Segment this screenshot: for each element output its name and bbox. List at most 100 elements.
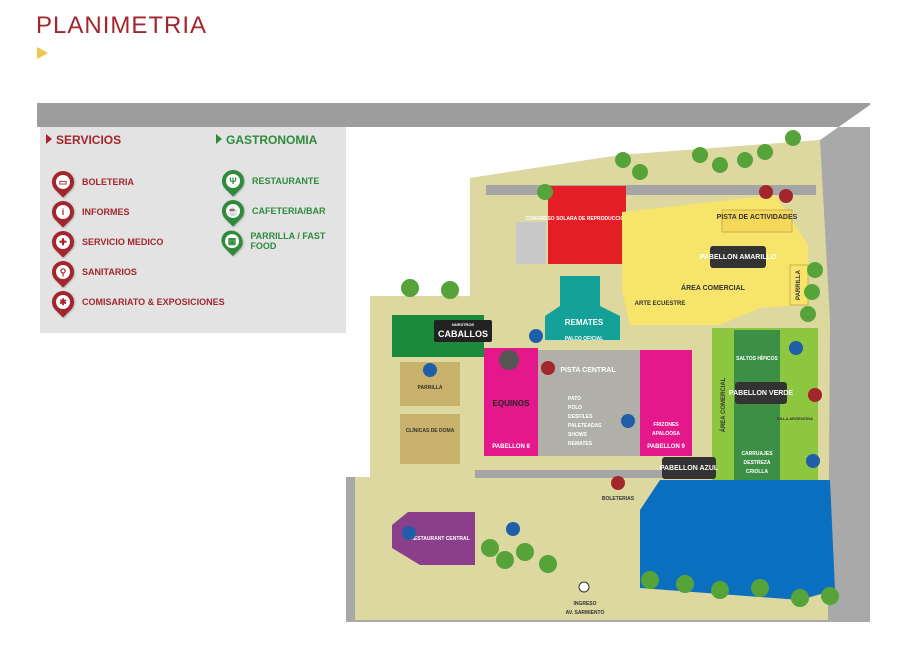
legend-item-servicio-medico: ✚SERVICIO MEDICO — [47, 226, 163, 258]
nuestros-caballos-label: CABALLOS — [438, 329, 488, 339]
frizones-label: FRIZONES — [653, 422, 679, 428]
legend-item-sanitarios: ⚲SANITARIOS — [47, 256, 137, 288]
pabellon-azul-label: PABELLON AZUL — [660, 465, 719, 472]
tree-icon — [785, 130, 801, 146]
tree-icon — [441, 281, 459, 299]
parrilla-right-label: PARRILLA — [796, 269, 802, 300]
destreza-label: DESTREZA — [744, 460, 771, 466]
clinicas-label: CLÍNICAS DE DOMA — [406, 426, 455, 434]
tree-icon — [757, 144, 773, 160]
entrance-arrow-icon[interactable] — [578, 581, 590, 593]
restaurant-label: RESTAURANT CENTRAL — [410, 536, 469, 542]
legend-item-cafeteria: ☕CAFETERIA/BAR — [217, 195, 326, 227]
pista-central-label: PISTA CENTRAL — [560, 367, 616, 374]
apaloosa-label: APALOOSA — [652, 431, 680, 437]
restaurant-central[interactable] — [392, 512, 475, 565]
legend-item-comisariato: ✱COMISARIATO & EXPOSICIONES — [47, 286, 225, 318]
legend-heading-gastronomia: GASTRONOMIA — [216, 133, 317, 147]
tree-icon — [632, 164, 648, 180]
legend-item-boleteria: ▭BOLETERIA — [47, 166, 134, 198]
tree-icon — [821, 587, 839, 605]
parrilla-left-label: PARRILLA — [418, 385, 443, 391]
criolla-label: CRIOLLA — [746, 469, 769, 475]
pabellon-verde-sign[interactable] — [735, 382, 787, 404]
pabellon-9[interactable] — [640, 350, 692, 456]
tree-icon — [539, 555, 557, 573]
pabellon-amarillo-label: PABELLON AMARILLO — [700, 254, 777, 261]
tree-icon — [711, 581, 729, 599]
pista-item-pato: PATO — [568, 396, 581, 402]
annex-building — [516, 222, 546, 264]
pista-item-polo: POLO — [568, 405, 582, 411]
tree-icon — [496, 551, 514, 569]
tree-icon — [537, 184, 553, 200]
star-badge-pin-icon[interactable] — [541, 361, 555, 375]
silla-argentina-label: SILLA ARGENTINA — [777, 416, 813, 421]
restaurant-pin-icon[interactable] — [423, 363, 437, 377]
pabellon-amarillo-sign[interactable] — [710, 246, 766, 268]
ticket-pin-icon[interactable] — [611, 476, 625, 490]
tree-icon — [676, 575, 694, 593]
cafe-pin-icon[interactable] — [621, 414, 635, 428]
path-north — [486, 185, 816, 195]
area-comercial-vertical-label: ÁREA COMERCIAL — [720, 377, 727, 432]
tree-icon — [751, 579, 769, 597]
ingreso-label: INGRESO — [573, 601, 596, 607]
pista-item-paleteadas: PALETEADAS — [568, 423, 602, 429]
tree-icon — [807, 262, 823, 278]
parrilla-right-box[interactable] — [789, 264, 809, 306]
tree-icon — [692, 147, 708, 163]
arte-ecuestre-label: ARTE ECUESTRE — [635, 301, 686, 307]
tree-icon — [641, 571, 659, 589]
pista-actividades-label: PISTA DE ACTIVIDADES — [717, 214, 798, 221]
tree-icon — [712, 157, 728, 173]
play-arrow-icon[interactable] — [37, 47, 48, 59]
pabellon-azul-area[interactable] — [640, 480, 835, 600]
pista-actividades-box[interactable] — [721, 209, 793, 233]
pabellon8-label: PABELLON 8 — [492, 444, 530, 450]
tree-icon — [791, 589, 809, 607]
pista-central[interactable] — [538, 350, 640, 456]
map-header-bar — [37, 103, 870, 127]
av-sarmiento-label: AV. SARMIENTO — [566, 610, 605, 616]
tree-icon — [737, 152, 753, 168]
pista-item-remates: REMATES — [568, 441, 593, 447]
area-comercial-label: ÁREA COMERCIAL — [681, 283, 746, 292]
map-pins — [402, 185, 822, 593]
nuestros-caballos-top-label: NUESTROS — [452, 322, 475, 327]
carruajes-label: CARRUAJES — [741, 451, 773, 457]
congreso-building[interactable] — [548, 186, 626, 264]
boleterias-label: BOLETERIAS — [602, 496, 635, 502]
tree-icon — [615, 152, 631, 168]
path-south — [475, 470, 675, 478]
clinicas-area[interactable] — [400, 414, 460, 464]
pabellon-azul-sign[interactable] — [662, 457, 716, 479]
pabellon9-label: PABELLON 9 — [647, 444, 685, 450]
congreso-label: CONGRESO SOLARA DE REPRODUCCION ANIMAL — [526, 216, 649, 222]
pabellon-verde-label: PABELLON VERDE — [729, 390, 793, 397]
restaurant-pin-icon[interactable] — [402, 526, 416, 540]
tree-icon — [800, 306, 816, 322]
remates-building[interactable] — [545, 276, 620, 340]
tree-icon — [481, 539, 499, 557]
pista-item-shows: SHOWS — [568, 432, 588, 438]
restroom-pin-icon[interactable] — [759, 185, 773, 199]
restroom-pin-icon[interactable] — [808, 388, 822, 402]
tree-icon — [516, 543, 534, 561]
restaurant-pin-icon[interactable] — [806, 454, 820, 468]
cafe-pin-icon[interactable] — [506, 522, 520, 536]
equinos-label: EQUINOS — [493, 399, 531, 408]
saltos-label: SALTOS HÍPICOS — [736, 354, 778, 362]
remates-label: REMATES — [565, 318, 604, 327]
map-gap — [346, 127, 370, 477]
page-title: PLANIMETRIA — [36, 12, 208, 39]
pista-item-desfiles: DESFILES — [568, 414, 593, 420]
cafe-pin-icon[interactable] — [529, 329, 543, 343]
medical-pin-icon[interactable] — [779, 189, 793, 203]
map-top-gap — [370, 105, 870, 296]
palco-oficial-label: PALCO OFICIAL — [565, 336, 604, 342]
cafe-pin-icon[interactable] — [789, 341, 803, 355]
